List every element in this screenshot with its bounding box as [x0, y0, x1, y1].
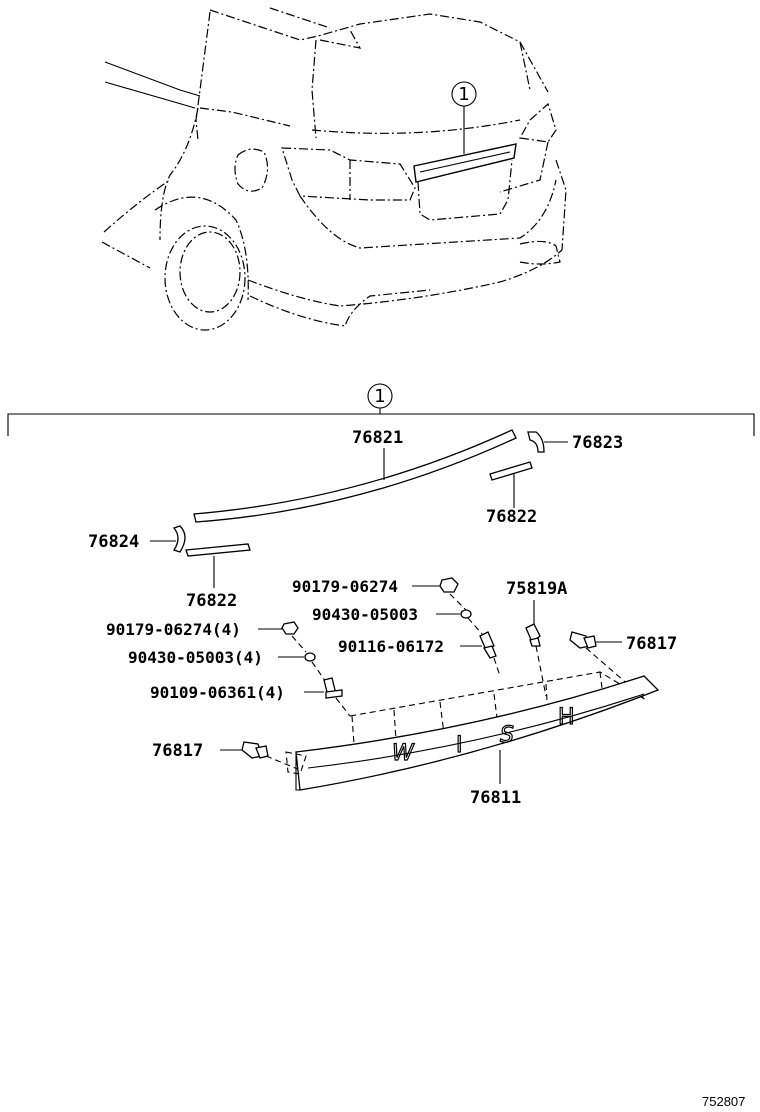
washer-90430-single: 90430-05003	[312, 605, 472, 624]
part-number-90179-single: 90179-06274	[292, 577, 398, 596]
part-number-90430-multi: 90430-05003(4)	[128, 648, 263, 667]
emblem-letter-w: W	[392, 741, 415, 766]
clip-76817-right: 76817	[569, 631, 677, 654]
callout-group: 1	[374, 386, 385, 407]
emblem-letter-s: S	[500, 723, 514, 748]
part-number-76817-left: 76817	[152, 741, 203, 761]
part-number-76824: 76824	[88, 532, 139, 552]
part-number-75819A: 75819A	[506, 579, 567, 599]
part-number-90109: 90109-06361(4)	[150, 683, 285, 702]
washer-90430-multi: 90430-05003(4)	[128, 648, 316, 667]
nut-90179-multi: 90179-06274(4)	[106, 620, 299, 639]
part-number-76817-right: 76817	[626, 634, 677, 654]
end-piece-76823: 76823	[527, 431, 623, 453]
clip-76817-left: 76817	[152, 741, 269, 761]
spacer-76822-left: 76822	[185, 543, 251, 611]
emblem-letter-i: I	[456, 733, 463, 758]
callout-top: 1	[458, 84, 469, 105]
spacer-76822-right: 76822	[486, 461, 537, 527]
figure-id: 752807	[702, 1094, 745, 1109]
bolt-90116: 90116-06172	[338, 631, 497, 659]
part-number-76822-left: 76822	[186, 591, 237, 611]
part-number-90116: 90116-06172	[338, 637, 444, 656]
upper-molding-76821: 76821	[193, 428, 517, 523]
nut-90179-single: 90179-06274	[292, 577, 459, 596]
end-piece-76824: 76824	[88, 525, 186, 553]
back-door-garnish-76811: W I S H 76811	[285, 671, 660, 808]
part-number-76811: 76811	[470, 788, 521, 808]
assembly-bracket: 1	[7, 383, 755, 436]
part-number-76821: 76821	[352, 428, 403, 448]
part-number-76822-right: 76822	[486, 507, 537, 527]
part-number-76823: 76823	[572, 433, 623, 453]
emblem-letter-h: H	[558, 705, 575, 730]
vehicle-rear-illustration: 1	[101, 7, 567, 331]
bolt-90109: 90109-06361(4)	[150, 677, 343, 702]
clip-75819A: 75819A	[506, 579, 567, 647]
part-number-90430-single: 90430-05003	[312, 605, 418, 624]
part-number-90179-multi: 90179-06274(4)	[106, 620, 241, 639]
